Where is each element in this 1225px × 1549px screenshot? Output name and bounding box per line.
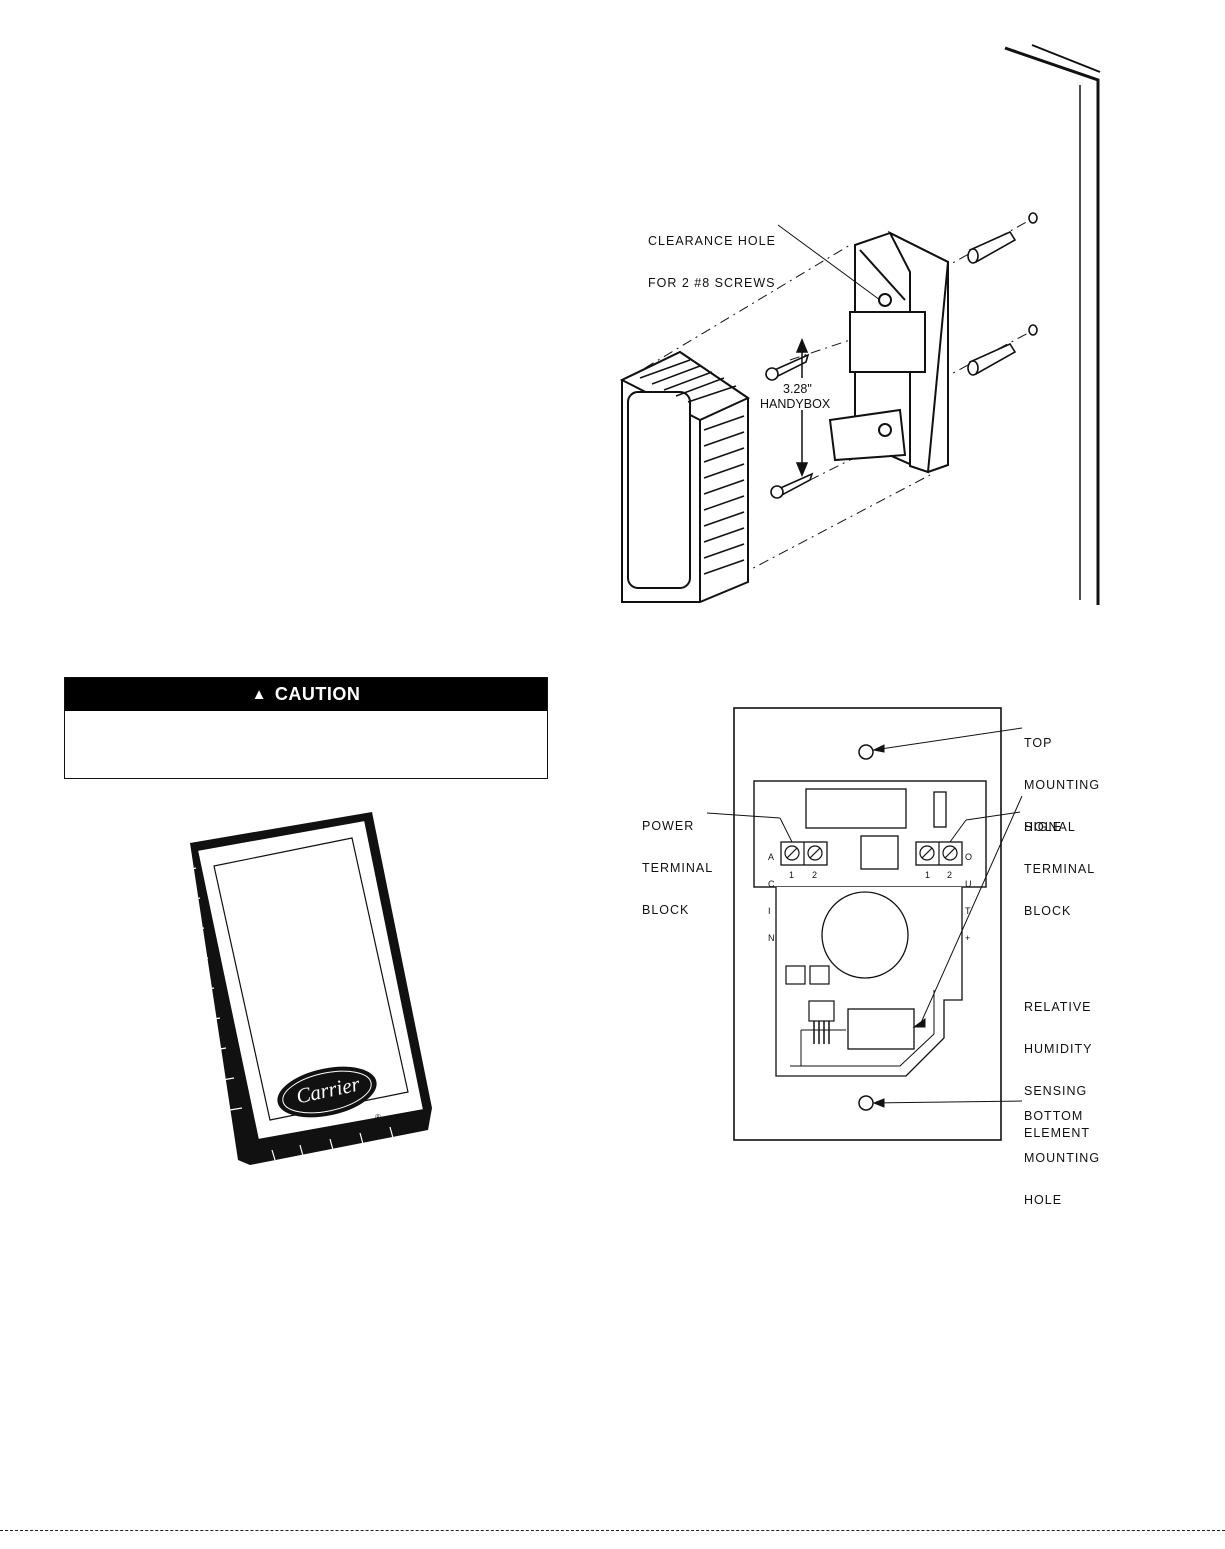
signal-label-plus: + (965, 933, 971, 943)
label-signal-line3: BLOCK (1024, 904, 1072, 918)
signal-label-t: T (965, 906, 971, 916)
wall-anchor-icon (967, 212, 1038, 376)
signal-label-o: O (965, 852, 973, 862)
power-terminal-side-label: A C I N (768, 835, 778, 961)
label-clearance-hole-line2: FOR 2 #8 SCREWS (648, 276, 776, 290)
label-signal-line1: SIGNAL (1024, 820, 1076, 834)
clearance-hole-leader (777, 224, 881, 301)
sensor-housing-illustration (190, 812, 432, 1165)
label-bottom-line3: HOLE (1024, 1193, 1063, 1207)
caution-title: CAUTION (274, 684, 361, 704)
label-clearance-hole: CLEARANCE HOLE FOR 2 #8 SCREWS (648, 206, 776, 318)
power-label-c: C (768, 879, 775, 889)
registered-mark: ® (375, 1113, 381, 1122)
label-bottom-line1: BOTTOM (1024, 1109, 1084, 1123)
page-footer-rule (0, 1530, 1225, 1531)
signal-label-u: U (965, 879, 972, 889)
label-power-line2: TERMINAL (642, 861, 714, 875)
sensor-capacitor (821, 891, 909, 979)
power-terminal-number-2: 2 (812, 870, 819, 880)
signal-terminal-side-label: O U T + (965, 835, 975, 961)
power-label-n: N (768, 933, 775, 943)
label-dimension-value: 3.28" (783, 382, 812, 396)
sensor-cover (619, 350, 751, 603)
mounting-base (828, 230, 950, 474)
label-top-line1: TOP (1024, 736, 1053, 750)
screw-icon (765, 353, 814, 499)
caution-header: ▲ CAUTION (65, 678, 547, 711)
signal-terminal-number-1: 1 (925, 870, 932, 880)
label-top-mounting-hole: TOP MOUNTING HOLE (1024, 708, 1100, 862)
dimension-arrow (795, 338, 809, 477)
power-label-i: I (768, 906, 771, 916)
label-clearance-hole-line1: CLEARANCE HOLE (648, 234, 776, 248)
bottom-mounting-hole (858, 1095, 874, 1111)
label-rh-line4: ELEMENT (1024, 1126, 1091, 1140)
warning-triangle-icon: ▲ (251, 686, 267, 703)
label-signal-line2: TERMINAL (1024, 862, 1096, 876)
top-mounting-hole (858, 744, 874, 760)
label-power-terminal-block: POWER TERMINAL BLOCK (642, 791, 713, 945)
label-power-line1: POWER (642, 819, 695, 833)
power-terminal-number-1: 1 (789, 870, 796, 880)
rh-sensing-element (847, 1008, 915, 1050)
caution-box: ▲ CAUTION (64, 677, 548, 779)
label-top-line3: HOLE (1024, 820, 1063, 834)
sensor-board-diagram (706, 707, 1023, 1141)
label-handybox: HANDYBOX (760, 397, 831, 411)
label-rh-line1: RELATIVE (1024, 1000, 1092, 1014)
mounting-illustration (619, 44, 1101, 605)
label-power-line3: BLOCK (642, 903, 690, 917)
cover-vent-slots (639, 359, 745, 575)
power-label-a: A (768, 852, 775, 862)
label-bottom-line2: MOUNTING (1024, 1151, 1101, 1165)
wall-outline (1004, 46, 1100, 605)
label-top-line2: MOUNTING (1024, 778, 1101, 792)
label-rh-sensing-element: RELATIVE HUMIDITY SENSING ELEMENT (1024, 972, 1092, 1168)
label-bottom-mounting-hole: BOTTOM MOUNTING HOLE (1024, 1081, 1100, 1235)
label-rh-line3: SENSING (1024, 1084, 1088, 1098)
label-signal-terminal-block: SIGNAL TERMINAL BLOCK (1024, 792, 1095, 946)
label-rh-line2: HUMIDITY (1024, 1042, 1093, 1056)
signal-terminal-number-2: 2 (947, 870, 954, 880)
